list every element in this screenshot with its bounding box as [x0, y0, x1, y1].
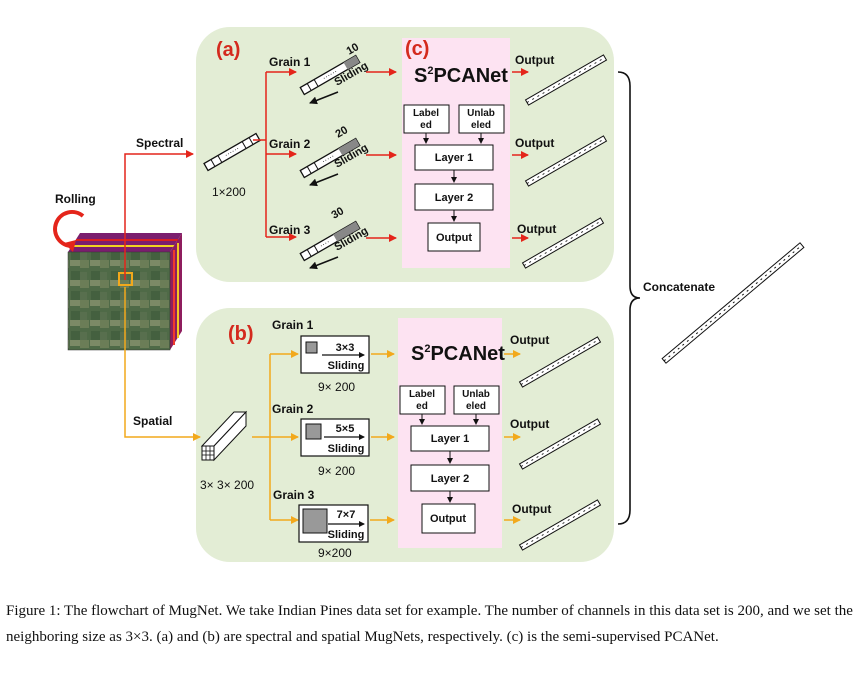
spectral-grain-2-label: Grain 2 [269, 137, 311, 151]
spatial-grain-3-label: Grain 3 [273, 488, 315, 502]
layer1-text-c: Layer 1 [435, 152, 474, 164]
spectral-grain-1: Grain 1 ······ 10 Sliding [269, 41, 397, 105]
spatial-grain-2-sliding: Sliding [328, 443, 365, 455]
spatial-dim-label: 3× 3× 200 [200, 478, 254, 492]
spatial-output-label-1: Output [510, 333, 549, 347]
output-box-b [421, 503, 476, 534]
panel-c-tag: (c) [405, 38, 429, 60]
output-box-c [427, 222, 481, 252]
layer2-text-c: Layer 2 [435, 192, 474, 204]
panel-b-tag: (b) [228, 323, 254, 345]
spatial-grain-1-label: Grain 1 [272, 318, 314, 332]
spatial-grain-3-dim: 9×200 [318, 546, 352, 560]
unlabeled-box-b [453, 385, 500, 415]
spectral-outputs: Output Output Output [512, 53, 608, 269]
spatial-grain-3-window: 7×7 [337, 509, 356, 521]
spectral-output-label-2: Output [515, 136, 554, 150]
rolling-label: Rolling [55, 192, 96, 206]
rolling-arrow-icon [53, 210, 85, 248]
panel-a-tag: (a) [216, 39, 240, 61]
pcanet-title-c: S2PCANet [414, 65, 508, 87]
layer1-text-b: Layer 1 [431, 433, 470, 445]
figure-caption: Figure 1: The flowchart of MugNet. We ta… [6, 603, 853, 645]
spatial-cuboid [200, 410, 248, 462]
spatial-output-label-3: Output [512, 502, 551, 516]
layer1-box-b [410, 425, 490, 452]
labeled-text-b-2: ed [416, 401, 428, 412]
mugnet-flowchart: Rolling Spectral Spatial (a) ······ 1×20… [53, 27, 805, 562]
spectral-grain-1-label: Grain 1 [269, 55, 311, 69]
spatial-grain-3-sliding: Sliding [328, 529, 365, 541]
spectral-grain-3-size: 30 [330, 205, 347, 222]
labeled-text-1: Label [413, 108, 439, 119]
concatenate-label: Concatenate [643, 280, 715, 294]
output-text-c: Output [436, 232, 472, 244]
spectral-grain-2-size: 20 [334, 124, 351, 141]
spatial-grain-2: Grain 2 5×5 Sliding 9× 200 [272, 402, 395, 478]
spatial-grain-1-dim: 9× 200 [318, 380, 355, 394]
spatial-grain-1-sliding: Sliding [328, 360, 365, 372]
flowchart-svg: Rolling Spectral Spatial (a) ······ 1×20… [53, 27, 805, 562]
spatial-grain-2-label: Grain 2 [272, 402, 314, 416]
hyperspectral-cube [67, 233, 182, 351]
labeled-box-b [399, 385, 446, 415]
unlabeled-text-1: Unlab [467, 108, 495, 119]
spectral-output-label-3: Output [517, 222, 556, 236]
spatial-grain-1: Grain 1 3×3 Sliding 9× 200 [272, 318, 395, 394]
spatial-grain-1-window: 3×3 [336, 342, 355, 354]
concatenated-vector [661, 242, 805, 364]
spectral-output-label-1: Output [515, 53, 554, 67]
spectral-grain-1-size: 10 [345, 41, 362, 58]
spatial-label: Spatial [133, 414, 172, 428]
unlabeled-text-b-2: eled [466, 401, 486, 412]
labeled-text-b-1: Label [409, 389, 435, 400]
spectral-arrow [124, 150, 194, 280]
spatial-arrow [124, 287, 201, 441]
pcanet-title-b: S2PCANet [411, 343, 505, 365]
layer2-box-b [410, 464, 490, 492]
spatial-grain-2-dim: 9× 200 [318, 464, 355, 478]
unlabeled-text-b-1: Unlab [462, 389, 490, 400]
layer2-text-b: Layer 2 [431, 473, 470, 485]
spatial-outputs: Output Output Output [504, 333, 602, 551]
spatial-grain-3: Grain 3 7×7 Sliding 9×200 [273, 488, 395, 560]
labeled-text-2: ed [420, 120, 432, 131]
spatial-grain-2-window: 5×5 [336, 423, 355, 435]
spectral-grain-3-label: Grain 3 [269, 223, 311, 237]
unlabeled-text-2: eled [471, 120, 491, 131]
spatial-output-label-2: Output [510, 417, 549, 431]
output-text-b: Output [430, 513, 466, 525]
spectral-dim-label: 1×200 [212, 185, 246, 199]
spectral-label: Spectral [136, 136, 183, 150]
concatenate-brace [617, 71, 641, 525]
layer1-box-c [414, 144, 494, 171]
